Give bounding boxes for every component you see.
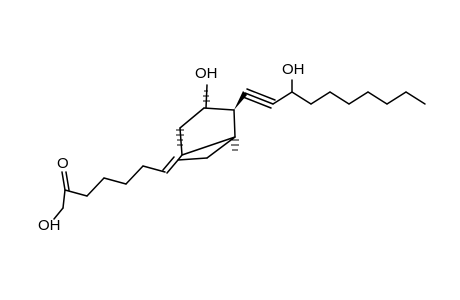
ring-hydroxyl-label: OH <box>195 65 218 82</box>
cyclopentane-ring <box>179 107 236 156</box>
ring-hydroxyl-bond <box>203 84 210 109</box>
alkyne-triple-bond <box>242 88 276 109</box>
hashed-stereo-bond <box>176 129 239 151</box>
acid-chain-bonds <box>62 165 166 209</box>
exocyclic-double-bond <box>162 156 179 174</box>
carbonyl-oxygen-label: O <box>57 155 69 172</box>
wedge-bond <box>234 91 247 110</box>
cyclobutane-ring <box>177 136 236 161</box>
side-chain-bonds <box>272 79 426 105</box>
acid-hydroxyl-label: OH <box>38 217 61 234</box>
side-chain-hydroxyl-label: OH <box>282 61 305 78</box>
carboxyl-group <box>53 171 70 220</box>
